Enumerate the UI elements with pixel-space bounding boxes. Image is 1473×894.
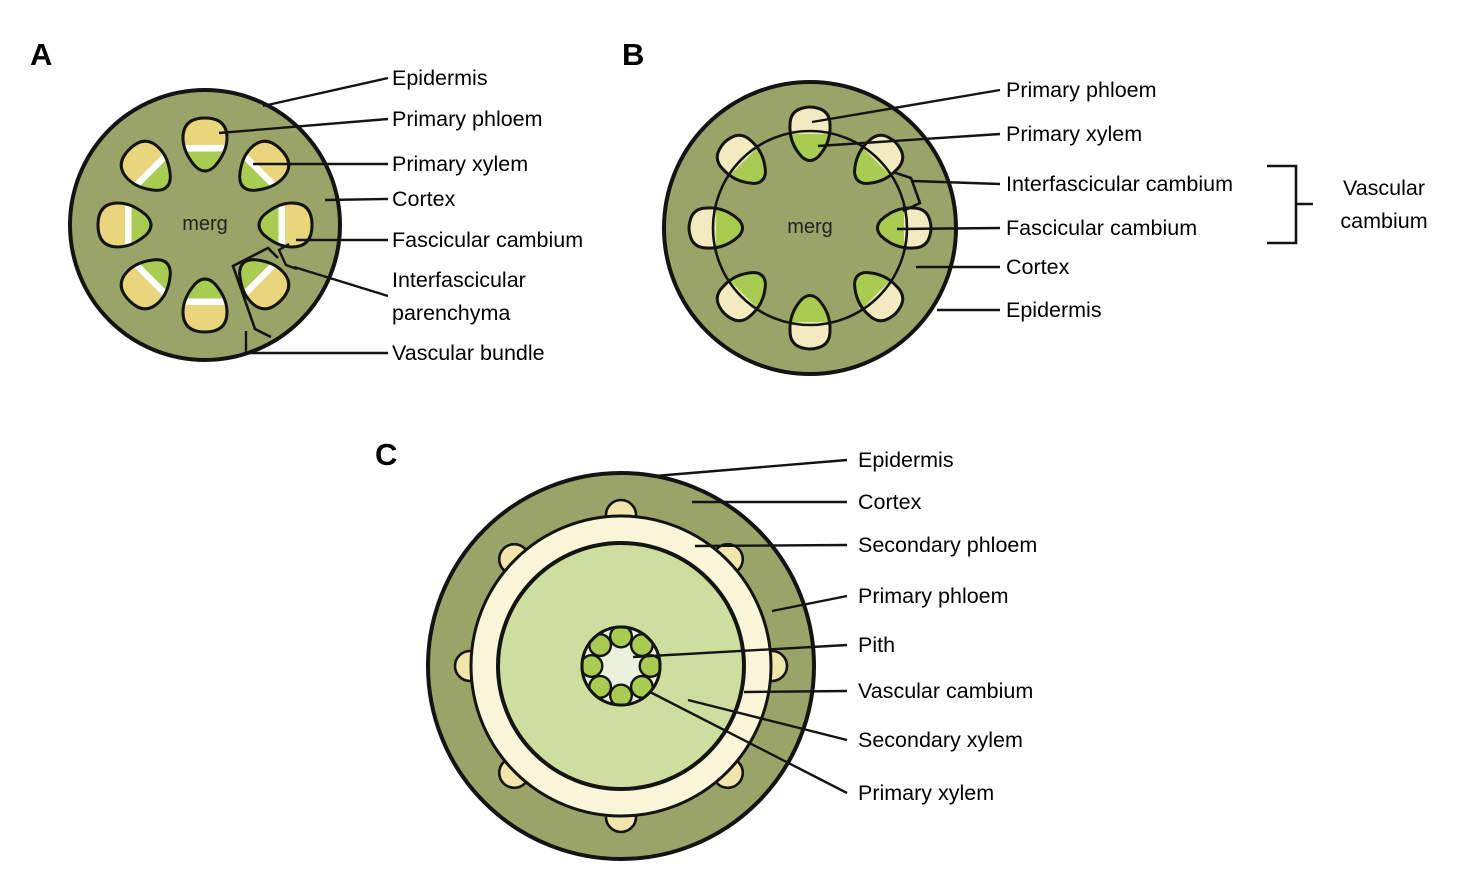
- vascular-bundle: [257, 201, 314, 249]
- vascular-bundle: [113, 133, 172, 192]
- vascular-bundle: [788, 294, 832, 351]
- leader-lines-b: [811, 88, 1313, 312]
- vascular-bundle: [853, 271, 905, 323]
- label-b-vascular-cambium: Vascular cambium: [1340, 176, 1428, 233]
- pith-outline-c: [580, 625, 662, 707]
- leader-lines-c: [632, 458, 848, 795]
- vascular-bundle-bracket: [231, 246, 279, 339]
- leader-lines-a: [218, 76, 389, 355]
- label-c-cortex: Cortex: [858, 490, 922, 514]
- label-c-epidermis: Epidermis: [858, 448, 954, 472]
- label-a-primary-phloem: Primary phloem: [392, 107, 543, 131]
- label-c-pith: Pith: [858, 633, 896, 657]
- label-a-cortex: Cortex: [392, 187, 456, 211]
- panel-c-diagram: [426, 458, 848, 861]
- label-b-interfascicular-cambium: Interfascicular cambium: [1006, 172, 1234, 196]
- vascular-bundles-b: [687, 105, 933, 351]
- label-a-primary-xylem: Primary xylem: [392, 152, 529, 176]
- vascular-bundle: [181, 277, 229, 334]
- panel-a-diagram: [68, 76, 389, 362]
- vascular-bundle: [853, 133, 905, 185]
- vascular-bundles-a: [96, 116, 314, 334]
- vascular-bundle: [238, 258, 297, 317]
- label-a-epidermis: Epidermis: [392, 66, 488, 90]
- label-b-cortex: Cortex: [1006, 255, 1070, 279]
- primary-xylem-lobe: [583, 654, 604, 679]
- label-a-fascicular-cambium: Fascicular cambium: [392, 228, 584, 252]
- panel-b-title: B: [622, 37, 645, 72]
- pith-label-a: merg: [182, 213, 228, 235]
- vascular-bundle: [238, 133, 297, 192]
- label-c-vascular-cambium: Vascular cambium: [858, 679, 1034, 703]
- label-c-secondary-xylem: Secondary xylem: [858, 728, 1023, 752]
- interfascicular-parenchyma-marker: [277, 242, 298, 271]
- label-a-vascular-bundle: Vascular bundle: [392, 341, 545, 365]
- primary-xylem-lobe: [609, 683, 634, 704]
- vascular-bundle: [96, 201, 153, 249]
- label-b-primary-phloem: Primary phloem: [1006, 78, 1157, 102]
- vascular-bundle: [687, 206, 744, 250]
- interfascicular-cambium-marker: [892, 170, 922, 213]
- label-c-primary-phloem: Primary phloem: [858, 584, 1009, 608]
- primary-xylem-lobe: [609, 628, 634, 649]
- vascular-cambium-bracket: [1267, 164, 1313, 245]
- label-b-primary-xylem: Primary xylem: [1006, 122, 1143, 146]
- label-c-secondary-phloem: Secondary phloem: [858, 533, 1038, 557]
- panel-b-diagram: [662, 80, 1313, 376]
- panel-c-title: C: [375, 437, 398, 472]
- label-c-primary-xylem: Primary xylem: [858, 781, 995, 805]
- label-b-fascicular-cambium: Fascicular cambium: [1006, 216, 1198, 240]
- pith-label-b: merg: [787, 216, 833, 238]
- panel-a-title: A: [30, 37, 53, 72]
- vascular-bundle: [181, 116, 229, 173]
- label-a-interfascicular-parenchyma: Interfascicular parenchyma: [392, 268, 526, 325]
- vascular-bundle: [113, 258, 172, 317]
- label-b-epidermis: Epidermis: [1006, 298, 1102, 322]
